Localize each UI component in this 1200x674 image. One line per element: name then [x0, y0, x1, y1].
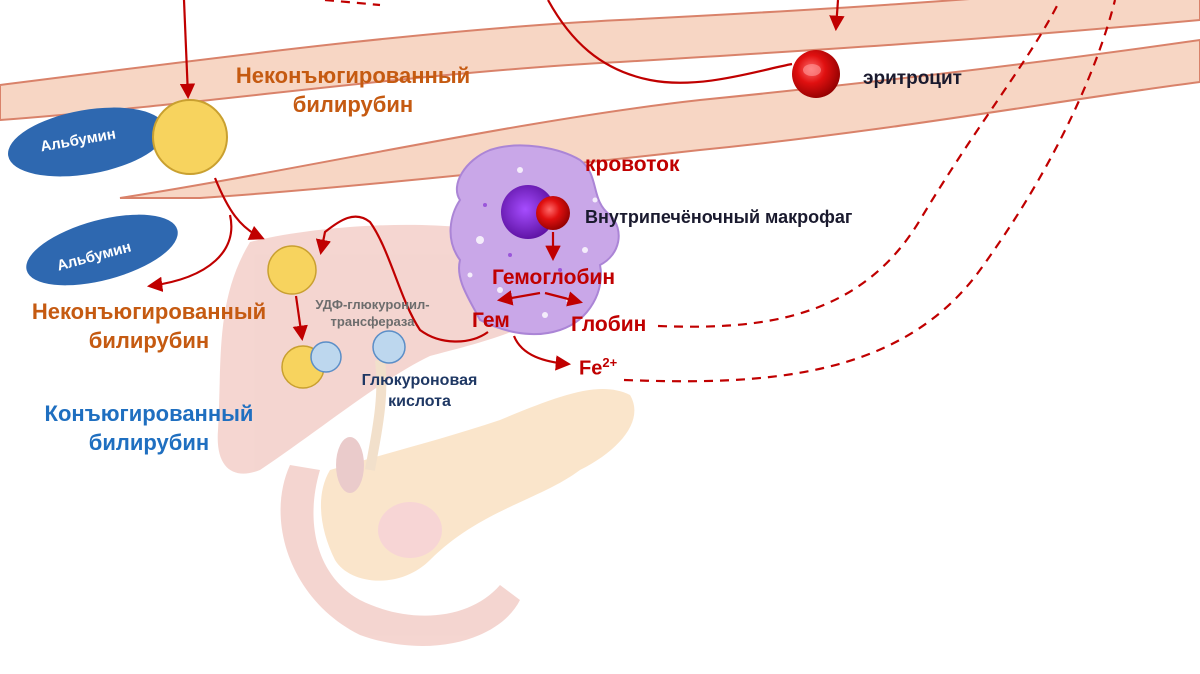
albumin-top-shape: [8, 107, 166, 177]
macrophage-cell: [449, 144, 620, 336]
pancreas-lesion: [378, 502, 442, 558]
arrow-vessel-to-liver: [213, 177, 265, 240]
glucuronic-free-shape: [372, 330, 406, 364]
arrow-heme-to-iron: [512, 335, 572, 371]
arrow-erythrocyte-loop: [547, 0, 793, 84]
duodenum-shape: [280, 465, 520, 647]
albumin-mid-shape: [26, 214, 178, 286]
enzyme-label: УДФ-глюкуронил-трансфераза: [315, 297, 430, 329]
arrow-down-to-erythrocyte: [829, 0, 845, 32]
arrow-vessel-to-albumin-mid: [146, 214, 233, 292]
bloodstream-label: кровоток: [585, 153, 680, 176]
bilirubin-top-shape: [152, 99, 228, 175]
arrow-hemoglobin-to-globin: [544, 291, 583, 307]
macrophage-label: Внутрипечёночный макрофаг: [585, 207, 853, 227]
arrow-bilirubin-down: [292, 295, 308, 342]
engulfed-erythrocyte: [536, 196, 570, 230]
conjugated-bilirubin-label: Конъюгированный билирубин: [44, 401, 254, 455]
arrow-heme-to-bilirubin: [315, 215, 489, 343]
iron-charge: 2+: [602, 355, 618, 370]
iron-label: Fe2+: [579, 355, 617, 382]
dashed-top-stub: [324, 0, 381, 7]
glucuronic-bound-shape: [310, 341, 342, 373]
hemoglobin-label: Гемоглобин: [492, 266, 616, 289]
globin-label: Глобин: [571, 313, 647, 336]
erythrocyte-highlight: [803, 64, 821, 76]
iron-symbol: Fe: [579, 357, 603, 380]
bilirubin-liver-shape: [267, 245, 317, 295]
erythrocyte-label: эритроцит: [863, 68, 962, 89]
unconjugated-bilirubin-mid-label: Неконъюгированный билирубин: [31, 299, 267, 353]
dashed-iron-return: [623, 0, 1117, 383]
arrow-into-unconj-top: [179, 0, 196, 100]
pancreas-shape: [320, 389, 635, 581]
arrow-hemoglobin-split: [496, 290, 541, 306]
heme-label: Гем: [472, 309, 510, 332]
gallbladder-shape: [336, 437, 364, 493]
bile-duct: [365, 359, 387, 471]
unconjugated-bilirubin-top-label: Неконъюгированный билирубин: [235, 63, 471, 117]
glucuronic-acid-label: Глюкуроновая кислота: [361, 372, 478, 410]
